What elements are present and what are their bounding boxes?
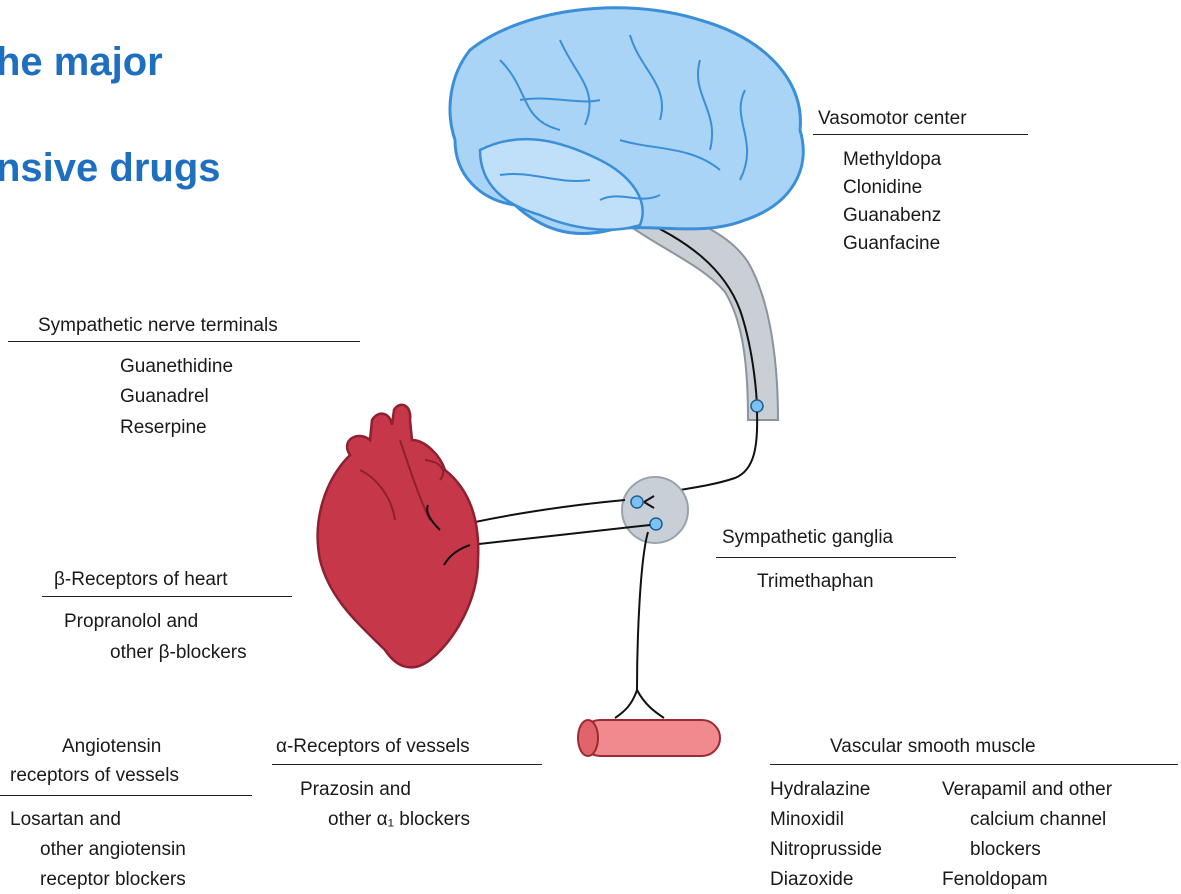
beta-heart-heading: β-Receptors of heart	[54, 568, 228, 591]
angiotensin-drug-1: Losartan and	[10, 808, 121, 831]
smooth-muscle-divider	[770, 764, 1178, 765]
beta-heart-drug-1: Propranolol and	[64, 610, 198, 633]
angiotensin-heading-line-1: Angiotensin	[62, 735, 161, 758]
smooth-muscle-drug-right-1: Verapamil and other	[942, 778, 1112, 801]
nerve-terminals-heading: Sympathetic nerve terminals	[38, 314, 278, 337]
nerve-to-vessel	[615, 532, 664, 718]
nerve-terminals-drug-1: Guanethidine	[120, 355, 233, 378]
vasomotor-divider	[813, 134, 1028, 135]
vasomotor-drug-1: Methyldopa	[843, 148, 941, 171]
alpha-vessels-drug-2: other α₁ blockers	[328, 808, 470, 831]
angiotensin-drug-2: other angiotensin	[40, 838, 186, 861]
nerve-to-heart-2	[470, 525, 650, 545]
smooth-muscle-drug-left-3: Nitroprusside	[770, 838, 882, 861]
angiotensin-heading-line-2: receptors of vessels	[10, 764, 179, 787]
smooth-muscle-drug-right-3: blockers	[970, 838, 1041, 861]
spinal-cord	[612, 205, 778, 420]
alpha-vessels-divider	[272, 764, 542, 765]
smooth-muscle-drug-left-4: Diazoxide	[770, 868, 853, 891]
vasomotor-drug-3: Guanabenz	[843, 204, 941, 227]
angiotensin-drug-3: receptor blockers	[40, 868, 186, 891]
vasomotor-center-heading: Vasomotor center	[818, 107, 967, 130]
ganglia-divider	[716, 557, 956, 558]
cord-synapse-node	[751, 400, 763, 412]
brain	[450, 8, 803, 234]
beta-heart-drug-2: other β-blockers	[110, 641, 247, 664]
sympathetic-ganglion	[622, 477, 688, 543]
smooth-muscle-drug-left-1: Hydralazine	[770, 778, 870, 801]
vasomotor-drug-2: Clonidine	[843, 176, 922, 199]
ganglia-drug-1: Trimethaphan	[757, 570, 874, 593]
smooth-muscle-drug-left-2: Minoxidil	[770, 808, 844, 831]
angiotensin-divider	[0, 795, 252, 796]
ganglion-node-2	[650, 518, 662, 530]
nerve-terminals-divider	[8, 341, 360, 342]
smooth-muscle-drug-right-2: calcium channel	[970, 808, 1106, 831]
ganglion-node-1	[631, 496, 643, 508]
blood-vessel	[578, 720, 720, 756]
smooth-muscle-heading: Vascular smooth muscle	[830, 735, 1036, 758]
vasomotor-drug-4: Guanfacine	[843, 232, 940, 255]
heart	[318, 405, 479, 668]
nerve-terminals-drug-2: Guanadrel	[120, 385, 209, 408]
alpha-vessels-heading: α-Receptors of vessels	[276, 735, 470, 758]
smooth-muscle-drug-right-4: Fenoldopam	[942, 868, 1048, 891]
alpha-vessels-drug-1: Prazosin and	[300, 778, 411, 801]
ganglia-heading: Sympathetic ganglia	[722, 526, 893, 549]
beta-heart-divider	[42, 596, 292, 597]
nerve-terminals-drug-3: Reserpine	[120, 416, 207, 439]
